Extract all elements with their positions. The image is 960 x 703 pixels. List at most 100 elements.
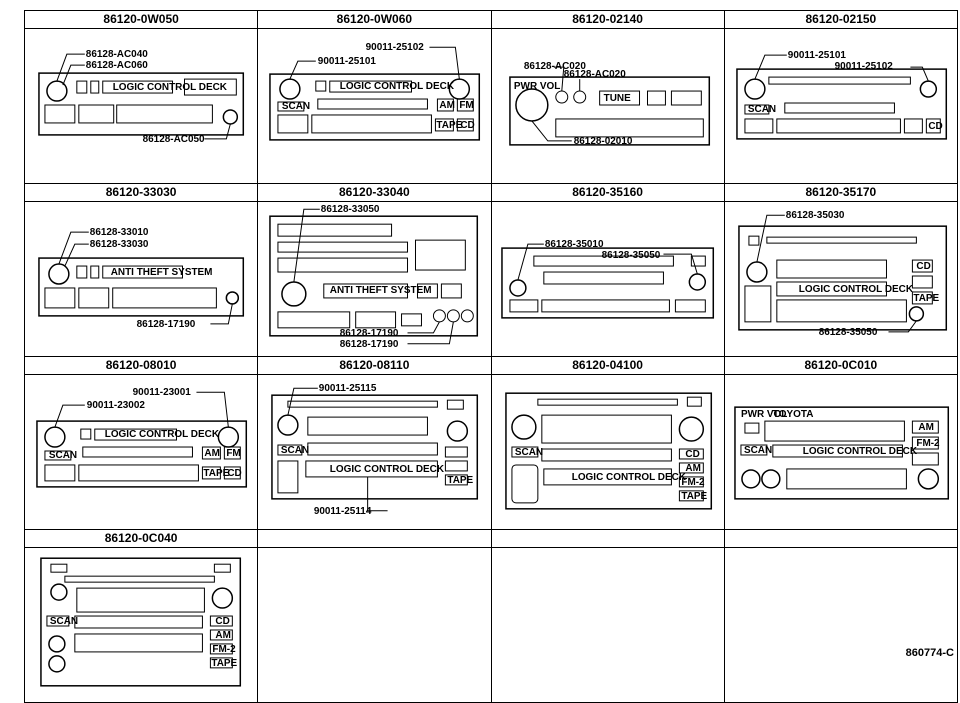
radio-diagram: SCAN CD 90011-25101 90011-25102 bbox=[735, 50, 947, 140]
svg-text:86128-AC020: 86128-AC020 bbox=[523, 61, 585, 72]
svg-text:TAPE: TAPE bbox=[681, 491, 707, 502]
empty-cell bbox=[490, 547, 725, 703]
header-cell: 86120-02140 bbox=[490, 10, 725, 29]
header-cell: 86120-0W060 bbox=[257, 10, 492, 29]
svg-text:SCAN: SCAN bbox=[282, 101, 310, 112]
parts-grid: 86120-0W050 86120-0W060 86120-02140 8612… bbox=[23, 10, 959, 703]
svg-text:CD: CD bbox=[461, 120, 475, 131]
svg-text:86128-AC060: 86128-AC060 bbox=[86, 60, 148, 71]
diagram-cell: PWR VOL TOYOTA AM FM-2 SCAN LOGIC CONTRO… bbox=[723, 374, 959, 530]
svg-text:LOGIC CONTROL DECK: LOGIC CONTROL DECK bbox=[330, 464, 445, 475]
svg-text:90011-25114: 90011-25114 bbox=[314, 506, 372, 517]
svg-text:90011-25101: 90011-25101 bbox=[318, 56, 377, 67]
radio-diagram: PWR VOL TUNE 86128-AC020 86128-AC020 861… bbox=[508, 61, 710, 147]
svg-text:AM: AM bbox=[204, 448, 219, 459]
svg-text:TUNE: TUNE bbox=[603, 93, 630, 104]
diagram-cell: CD TAPE LOGIC CONTROL DECK 86128-35030 8… bbox=[723, 201, 959, 357]
header-cell: 86120-08110 bbox=[257, 356, 492, 375]
svg-text:PWR VOL: PWR VOL bbox=[513, 81, 559, 92]
svg-text:AM: AM bbox=[215, 630, 230, 641]
header-cell: 86120-08010 bbox=[23, 356, 259, 375]
svg-text:SCAN: SCAN bbox=[50, 616, 78, 627]
empty-cell bbox=[257, 547, 492, 703]
diagram-cell: SCAN CD AM FM-2 TAPE LOGIC CONTROL DECK bbox=[490, 374, 725, 530]
svg-text:90011-25101: 90011-25101 bbox=[788, 50, 847, 61]
header-cell: 86120-0C040 bbox=[23, 529, 259, 548]
svg-text:FM: FM bbox=[460, 100, 474, 111]
svg-text:FM-2: FM-2 bbox=[212, 644, 236, 655]
svg-text:LOGIC CONTROL DECK: LOGIC CONTROL DECK bbox=[571, 472, 686, 483]
radio-diagram: LOGIC CONTROL DECK 86128-AC040 86128-AC0… bbox=[38, 49, 245, 145]
diagram-cell: ANTI THEFT SYSTEM 86128-33010 86128-3303… bbox=[23, 201, 259, 357]
svg-text:TAPE: TAPE bbox=[203, 468, 229, 479]
header-cell bbox=[490, 529, 725, 548]
radio-diagram: SCAN CD AM FM-2 TAPE LOGIC CONTROL DECK bbox=[504, 392, 712, 510]
svg-text:86128-AC050: 86128-AC050 bbox=[143, 134, 205, 145]
empty-cell bbox=[723, 547, 959, 703]
svg-text:SCAN: SCAN bbox=[281, 445, 309, 456]
svg-text:SCAN: SCAN bbox=[748, 104, 776, 115]
svg-text:86128-35050: 86128-35050 bbox=[818, 327, 877, 338]
svg-text:CD: CD bbox=[928, 121, 942, 132]
radio-diagram: SCAN TAPE LOGIC CONTROL DECK 90011-25115… bbox=[271, 383, 479, 517]
svg-text:90011-23002: 90011-23002 bbox=[87, 400, 146, 411]
svg-text:86128-AC020: 86128-AC020 bbox=[563, 69, 625, 80]
svg-text:FM-2: FM-2 bbox=[681, 477, 705, 488]
svg-text:86128-17190: 86128-17190 bbox=[137, 319, 196, 330]
svg-text:TAPE: TAPE bbox=[448, 475, 474, 486]
svg-text:90011-25102: 90011-25102 bbox=[834, 61, 893, 72]
svg-text:TAPE: TAPE bbox=[437, 120, 463, 131]
radio-diagram: ANTI THEFT SYSTEM 86128-33050 86128-1719… bbox=[269, 204, 479, 350]
svg-text:86128-17190: 86128-17190 bbox=[340, 328, 399, 339]
radio-diagram: 86128-35010 86128-35050 bbox=[500, 239, 714, 319]
svg-text:90011-25115: 90011-25115 bbox=[319, 383, 377, 394]
figure-code: 860774-C bbox=[905, 647, 954, 659]
svg-text:CD: CD bbox=[916, 261, 930, 272]
diagram-cell: SCAN TAPE LOGIC CONTROL DECK 90011-25115… bbox=[257, 374, 492, 530]
svg-text:FM: FM bbox=[226, 448, 240, 459]
header-cell bbox=[723, 529, 959, 548]
diagram-cell: PWR VOL TUNE 86128-AC020 86128-AC020 861… bbox=[490, 28, 725, 184]
header-cell: 86120-02150 bbox=[723, 10, 959, 29]
radio-diagram: ANTI THEFT SYSTEM 86128-33010 86128-3303… bbox=[38, 227, 245, 330]
diagram-cell: SCAN CD AM FM-2 TAPE bbox=[23, 547, 259, 703]
diagram-cell: 86128-35010 86128-35050 bbox=[490, 201, 725, 357]
svg-text:86128-35050: 86128-35050 bbox=[601, 250, 660, 261]
svg-text:LOGIC CONTROL DECK: LOGIC CONTROL DECK bbox=[802, 446, 917, 457]
diagram-cell: LOGIC CONTROL DECK SCAN AM FM TAPE CD 90… bbox=[257, 28, 492, 184]
svg-text:86128-33050: 86128-33050 bbox=[321, 204, 380, 215]
svg-text:FM-2: FM-2 bbox=[916, 438, 940, 449]
radio-diagram: LOGIC CONTROL DECK SCAN AM FM TAPE CD 90… bbox=[269, 42, 481, 141]
radio-diagram: SCAN CD AM FM-2 TAPE bbox=[40, 557, 242, 687]
svg-text:LOGIC CONTROL DECK: LOGIC CONTROL DECK bbox=[113, 82, 228, 93]
svg-text:SCAN: SCAN bbox=[744, 445, 772, 456]
svg-text:86128-33010: 86128-33010 bbox=[90, 227, 149, 238]
diagram-cell: SCAN CD 90011-25101 90011-25102 bbox=[723, 28, 959, 184]
svg-text:86128-33030: 86128-33030 bbox=[90, 239, 149, 250]
svg-text:SCAN: SCAN bbox=[49, 450, 77, 461]
svg-text:LOGIC CONTROL DECK: LOGIC CONTROL DECK bbox=[105, 429, 220, 440]
svg-text:LOGIC CONTROL DECK: LOGIC CONTROL DECK bbox=[799, 284, 914, 295]
svg-text:PWR VOL: PWR VOL bbox=[741, 409, 787, 420]
header-cell: 86120-33040 bbox=[257, 183, 492, 202]
header-cell: 86120-0W050 bbox=[23, 10, 259, 29]
header-cell bbox=[257, 529, 492, 548]
header-cell: 86120-33030 bbox=[23, 183, 259, 202]
radio-diagram: PWR VOL TOYOTA AM FM-2 SCAN LOGIC CONTRO… bbox=[733, 406, 949, 500]
header-cell: 86120-35170 bbox=[723, 183, 959, 202]
svg-text:90011-23001: 90011-23001 bbox=[133, 387, 192, 398]
svg-text:CD: CD bbox=[215, 616, 229, 627]
diagram-cell: ANTI THEFT SYSTEM 86128-33050 86128-1719… bbox=[257, 201, 492, 357]
diagram-cell: LOGIC CONTROL DECK 86128-AC040 86128-AC0… bbox=[23, 28, 259, 184]
svg-text:CD: CD bbox=[685, 449, 699, 460]
svg-text:86128-AC040: 86128-AC040 bbox=[86, 49, 148, 60]
svg-text:90011-25102: 90011-25102 bbox=[366, 42, 425, 53]
svg-text:86128-17190: 86128-17190 bbox=[340, 339, 399, 350]
svg-text:TAPE: TAPE bbox=[211, 658, 237, 669]
radio-diagram: LOGIC CONTROL DECK SCAN AM FM TAPE CD 90… bbox=[36, 387, 248, 488]
diagram-cell: LOGIC CONTROL DECK SCAN AM FM TAPE CD 90… bbox=[23, 374, 259, 530]
svg-text:AM: AM bbox=[918, 422, 933, 433]
svg-text:ANTI THEFT SYSTEM: ANTI THEFT SYSTEM bbox=[330, 285, 432, 296]
svg-text:86128-35030: 86128-35030 bbox=[786, 210, 845, 221]
cassette-slot bbox=[102, 80, 174, 94]
